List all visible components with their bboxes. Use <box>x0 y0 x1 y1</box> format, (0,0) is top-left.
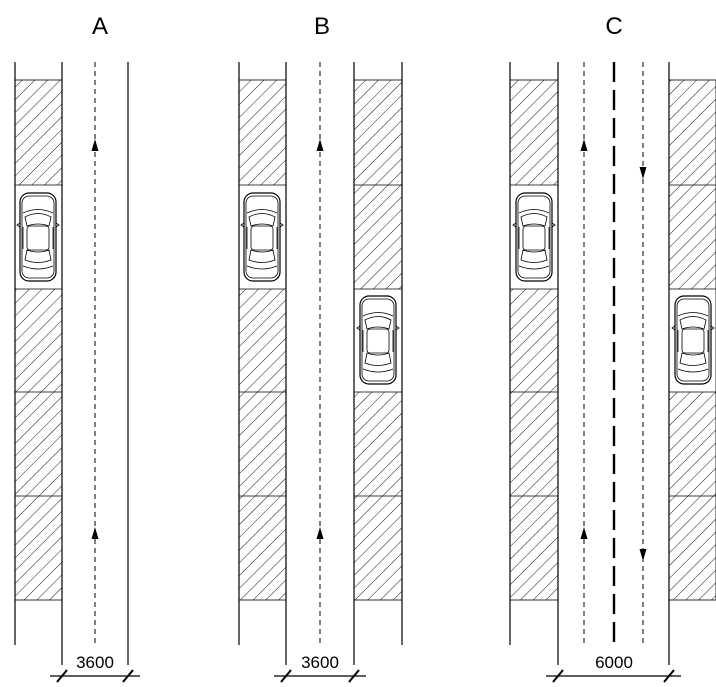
parking-strip-right <box>668 79 716 601</box>
arrow-up-icon <box>316 139 324 151</box>
arrow-up-icon <box>91 527 99 539</box>
arrow-up-icon <box>580 139 588 151</box>
dimension-b-value: 3600 <box>301 653 339 672</box>
arrow-up-icon <box>91 139 99 151</box>
arrow-up-icon <box>580 527 588 539</box>
panel-a: A 3600 <box>14 13 140 683</box>
dimension-c: 6000 <box>546 653 681 683</box>
panel-c-label: C <box>605 13 622 40</box>
parking-strip-left <box>509 79 559 601</box>
arrow-up-icon <box>316 527 324 539</box>
dimension-c-value: 6000 <box>595 653 633 672</box>
dimension-a-value: 3600 <box>76 653 114 672</box>
arrow-down-icon <box>639 167 647 179</box>
parking-strip-right <box>353 79 403 601</box>
panel-a-label: A <box>92 13 108 40</box>
panel-b: B <box>238 13 403 683</box>
dimension-b: 3600 <box>274 653 366 683</box>
parking-strip-left <box>14 79 63 601</box>
panel-b-label: B <box>314 13 330 40</box>
arrow-down-icon <box>639 549 647 561</box>
parking-strip-left <box>238 79 287 601</box>
dimension-a: 3600 <box>50 653 140 683</box>
panel-c: C <box>509 13 716 683</box>
